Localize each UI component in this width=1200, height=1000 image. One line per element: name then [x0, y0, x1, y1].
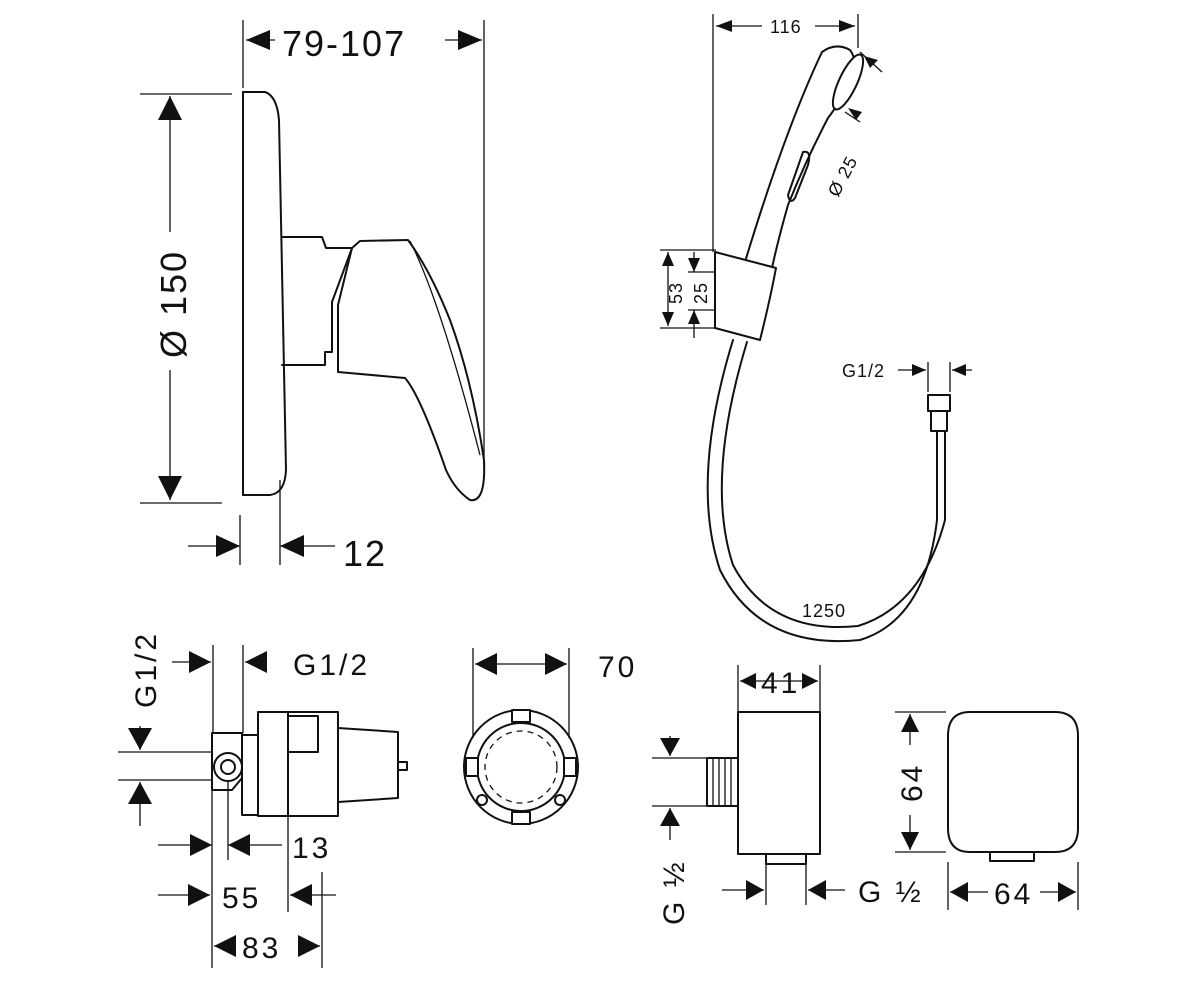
valve-front-screw [554, 794, 566, 806]
arrowhead [912, 364, 926, 376]
arrowhead [545, 653, 567, 675]
lever-handle [337, 239, 486, 502]
valve-body-view: G1/2 G1/2 13 55 83 [118, 631, 408, 968]
valve-front-tab-top [511, 709, 531, 723]
arrowhead [901, 714, 919, 732]
dim-length-label: 116 [770, 17, 802, 37]
valve-front-tab-right [563, 757, 577, 777]
mixer-side-view: 79-107 Ø 150 12 [140, 20, 486, 574]
dim-83-label: 83 [242, 932, 281, 965]
arrowhead [158, 96, 182, 120]
arrowhead [280, 535, 304, 557]
arrowhead [290, 884, 312, 906]
dim-hose-length-label: 1250 [802, 601, 846, 621]
arrowhead [475, 653, 497, 675]
arrowhead [660, 738, 680, 756]
spray-face [831, 53, 865, 111]
valve-front-view: 70 [463, 648, 637, 825]
valve-front-screw [476, 794, 488, 806]
connector-body [930, 410, 948, 432]
dim-outlet-height-label: 64 [896, 763, 929, 802]
arrowhead [158, 476, 182, 500]
dim-outlet-thread-left-label: G ½ [658, 859, 691, 925]
arrowhead [901, 832, 919, 850]
dim-line [844, 111, 861, 123]
hand-shower-view: 116 Ø 25 53 25 G1/2 1250 [660, 14, 972, 643]
dim-connector-label: G1/2 [842, 361, 885, 381]
arrowhead [662, 252, 674, 266]
dim-55-label: 55 [222, 882, 261, 915]
valve-cartridge [337, 727, 399, 803]
arrowhead [746, 880, 764, 900]
arrowhead [662, 312, 674, 326]
hose-outer [706, 339, 938, 643]
arrowhead [246, 30, 270, 50]
arrowhead [128, 782, 152, 804]
dim-holder-height-label: 53 [666, 282, 686, 304]
dim-vertical-thread-label: G1/2 [130, 631, 163, 708]
arrowhead [808, 880, 826, 900]
arrowhead [216, 535, 240, 557]
outlet-side-view: 41 G ½ G ½ [652, 665, 924, 925]
valve-front-outer [463, 709, 579, 825]
arrowhead [228, 834, 250, 856]
arrowhead [128, 728, 152, 750]
dim-outlet-width-label: 41 [761, 667, 800, 700]
outlet-body [737, 711, 821, 855]
dim-top-thread-label: G1/2 [293, 649, 370, 682]
arrowhead [952, 364, 966, 376]
arrowhead [740, 673, 756, 689]
wall-plate-outline [242, 91, 287, 496]
outlet-front-face [947, 711, 1079, 853]
valve-window [287, 715, 319, 753]
arrowhead [188, 884, 210, 906]
outlet-front-port [989, 851, 1035, 862]
arrowhead [660, 808, 680, 826]
dim-holder-inner-label: 25 [691, 282, 711, 304]
connector-nut [927, 394, 951, 412]
dim-plate-label: 12 [343, 533, 387, 574]
valve-inlet-inner [220, 759, 236, 775]
lever-edge-line [409, 240, 481, 456]
valve-front-tab-left [465, 757, 479, 777]
arrowhead [802, 673, 818, 689]
arrowhead [189, 651, 211, 673]
arrowhead [1058, 882, 1076, 902]
push-button [787, 150, 811, 202]
arrowhead [458, 30, 482, 50]
arrowhead [298, 935, 320, 957]
valve-spindle [397, 761, 408, 771]
outlet-front-view: 64 64 [895, 711, 1079, 911]
valve-front-dashed [484, 730, 558, 804]
shower-holder [714, 251, 777, 341]
arrowhead [214, 935, 236, 957]
dim-diameter-label: Ø 150 [153, 250, 194, 358]
arrowhead [688, 310, 700, 324]
valve-front-tab-bottom [511, 811, 531, 825]
arrowhead [839, 20, 855, 32]
valve-front-inner [476, 722, 566, 812]
dim-head-diameter-label: Ø 25 [824, 152, 862, 199]
dim-front-width-label: 70 [598, 651, 637, 684]
hose-inner [720, 341, 946, 628]
dim-outlet-thread-bottom-label: G ½ [858, 876, 924, 909]
dim-offset-label: 13 [292, 832, 331, 865]
arrowhead [245, 651, 267, 673]
cartridge-housing [281, 236, 353, 366]
arrowhead [688, 258, 700, 272]
arrowhead [950, 882, 968, 902]
outlet-bottom-port [765, 853, 807, 865]
dim-outlet-front-width-label: 64 [994, 878, 1033, 911]
arrowhead [716, 20, 732, 32]
dim-depth-label: 79-107 [282, 23, 406, 64]
arrowhead [848, 108, 862, 120]
outlet-thread [706, 757, 739, 807]
arrowhead [190, 834, 212, 856]
arrowhead [864, 56, 878, 68]
